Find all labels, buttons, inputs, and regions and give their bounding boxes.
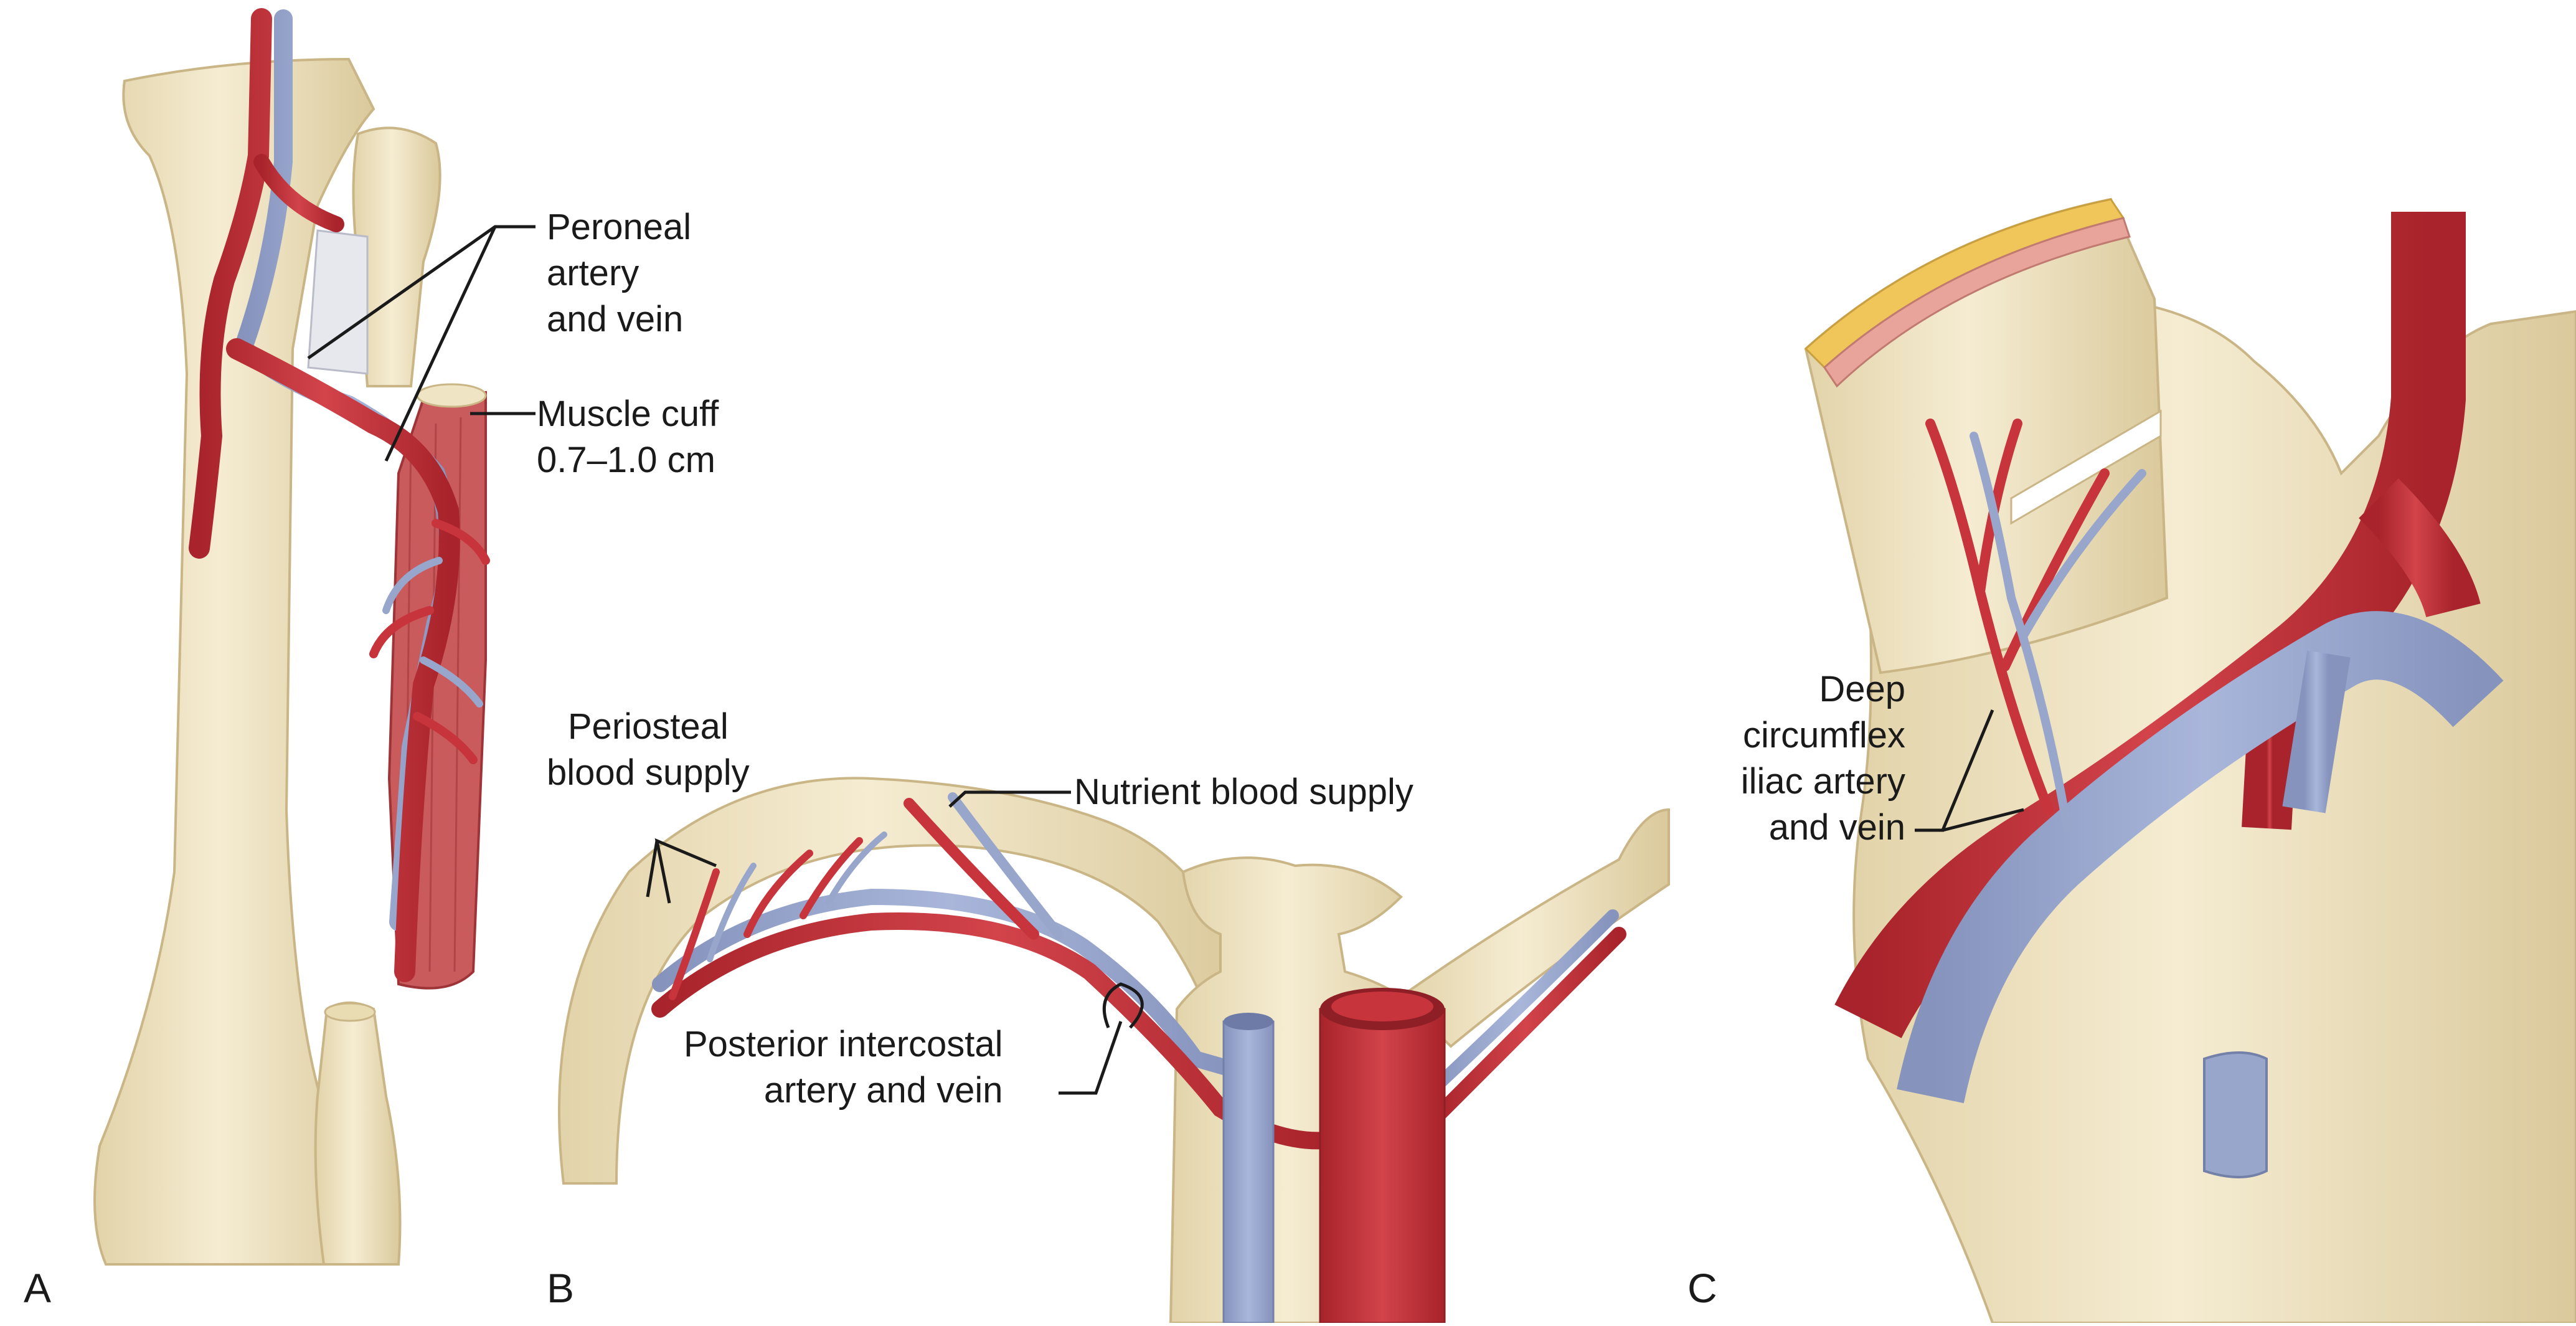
fibula-distal-bone bbox=[314, 1002, 402, 1266]
label-peroneal-artery-vein: Peroneal artery and vein bbox=[547, 207, 692, 339]
panel-a-art bbox=[93, 8, 490, 1266]
aorta bbox=[1319, 1008, 1446, 1324]
panel-b-art bbox=[558, 777, 1670, 1324]
opposite-rib-bone bbox=[1399, 808, 1670, 1048]
label-deep-circumflex-iliac: Deep circumflex iliac artery and vein bbox=[1740, 669, 1905, 848]
panel-letter-c: C bbox=[1687, 1265, 1717, 1311]
external-iliac-vein bbox=[1897, 611, 2504, 1104]
label-periosteal-blood-supply: Periosteal blood supply bbox=[547, 706, 750, 793]
deep-circumflex-iliac-vein bbox=[1970, 432, 2146, 833]
label-nutrient-blood-supply: Nutrient blood supply bbox=[1074, 772, 1413, 812]
azygos-vein bbox=[1222, 1020, 1275, 1324]
interosseous-membrane bbox=[307, 229, 369, 375]
leader-lines bbox=[307, 225, 2024, 1095]
panel-letter-b: B bbox=[547, 1265, 575, 1311]
label-posterior-intercostal: Posterior intercostal artery and vein bbox=[684, 1024, 1003, 1111]
panel-c-art bbox=[1804, 197, 2576, 1324]
peroneal-artery bbox=[189, 8, 460, 982]
panel-letter-a: A bbox=[24, 1265, 52, 1311]
fibula-proximal-bone bbox=[352, 126, 441, 387]
label-muscle-cuff: Muscle cuff 0.7–1.0 cm bbox=[537, 394, 719, 480]
